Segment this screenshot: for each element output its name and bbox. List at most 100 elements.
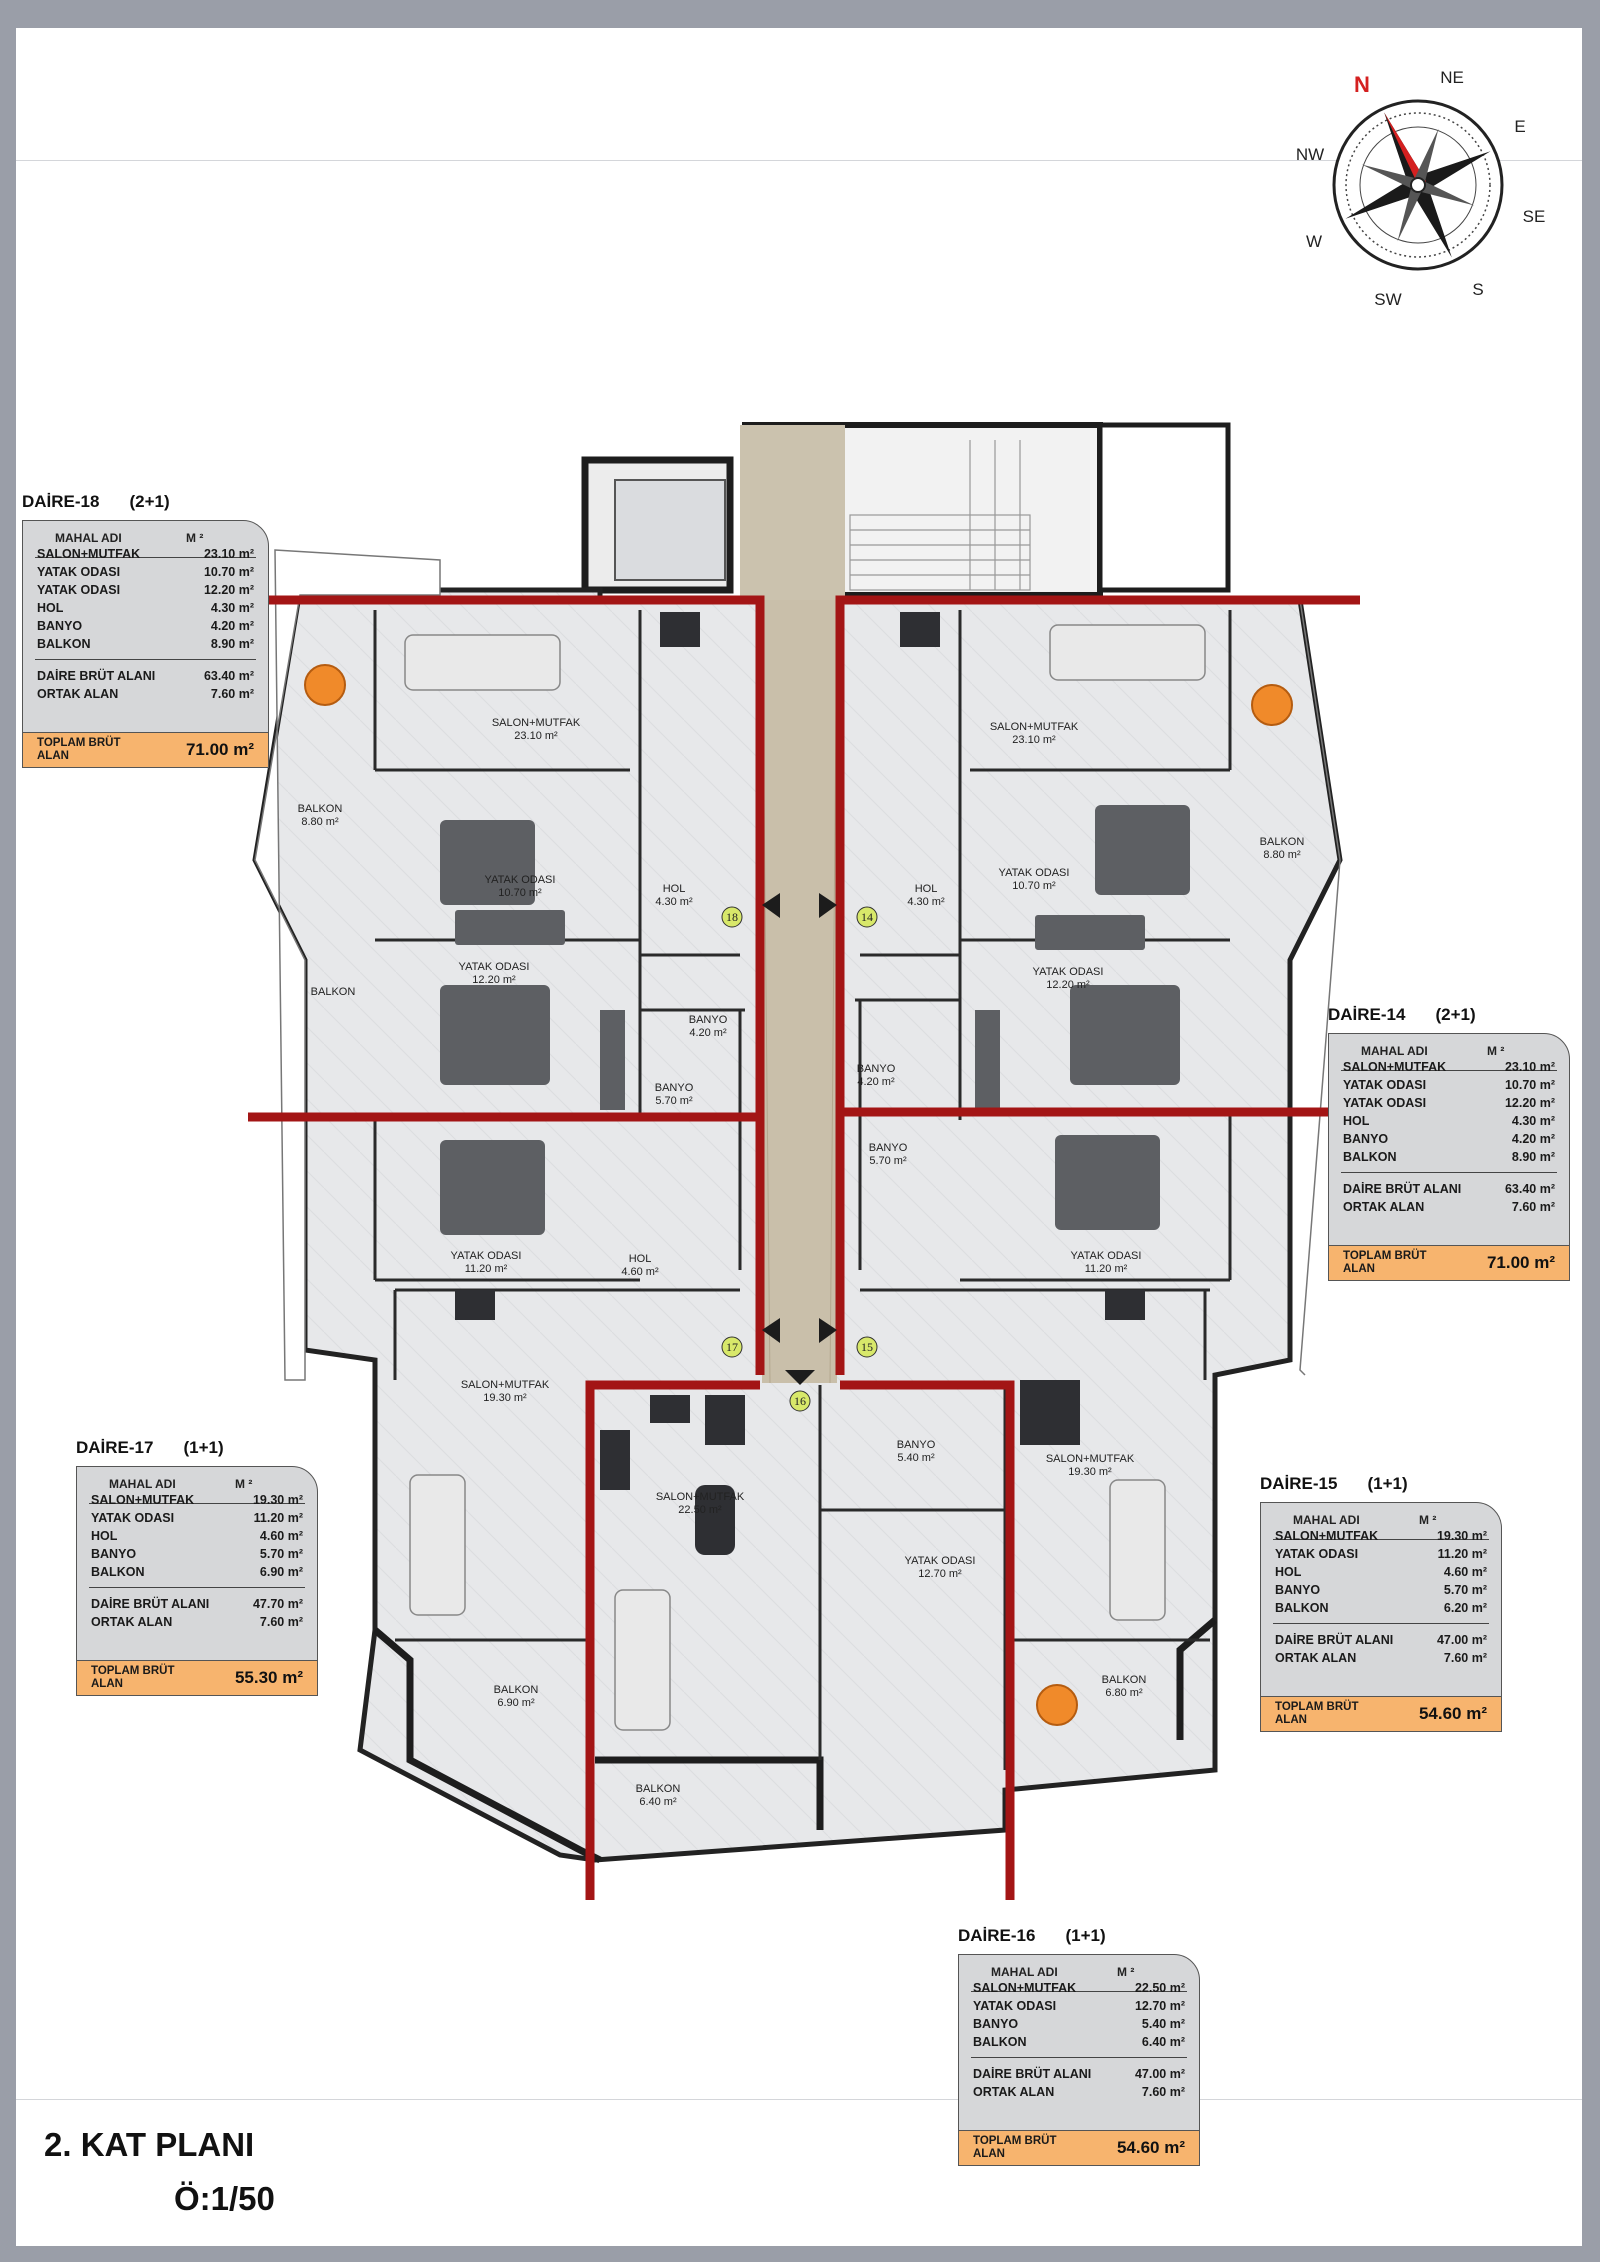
- room-area: 8.80 m²: [1263, 849, 1301, 861]
- room-area-value: 23.10 m²: [203, 547, 254, 561]
- room-name: BANYO: [973, 2017, 1019, 2031]
- room-area-value: 4.20 m²: [210, 619, 254, 633]
- room-area: 6.80 m²: [1105, 1687, 1143, 1699]
- table-divider: [89, 1503, 305, 1504]
- room-name: BANYO: [37, 619, 83, 633]
- apartment-name: DAİRE-14(2+1): [1328, 1005, 1476, 1024]
- column-header-area: M ²: [235, 1477, 253, 1491]
- room-name: BALKON: [1275, 1601, 1329, 1615]
- apartment-type: (1+1): [1065, 1926, 1106, 1945]
- room-area-value: 11.20 m²: [253, 1511, 303, 1525]
- column-header-area: M ²: [1419, 1513, 1437, 1527]
- room-label: YATAK ODASI: [999, 867, 1070, 879]
- plan-title: 2. KAT PLANI: [44, 2126, 255, 2163]
- room-area: 11.20 m²: [1085, 1263, 1128, 1275]
- room-label: YATAK ODASI: [459, 961, 530, 973]
- column-header-area: M ²: [1117, 1965, 1135, 1979]
- room-name: SALON+MUTFAK: [91, 1493, 195, 1507]
- total-value: 54.60 m²: [1116, 2138, 1185, 2157]
- room-area: 4.30 m²: [655, 896, 693, 908]
- room-area-value: 12.20 m²: [203, 583, 254, 597]
- room-area: 11.20 m²: [465, 1263, 508, 1275]
- room-name: BALKON: [91, 1565, 145, 1579]
- room-area: 4.30 m²: [907, 896, 945, 908]
- apartment-divider-lines: [248, 595, 1360, 1900]
- room-label: YATAK ODASI: [1033, 966, 1104, 978]
- area-row: YATAK ODASI 11.20 m²: [91, 1509, 303, 1527]
- total-value: 71.00 m²: [1486, 1253, 1555, 1272]
- room-label: BALKON: [494, 1684, 539, 1696]
- apartment-name: DAİRE-15(1+1): [1260, 1474, 1408, 1493]
- room-area-value: 6.40 m²: [1141, 2035, 1185, 2049]
- room-area-value: 4.20 m²: [1511, 1132, 1555, 1146]
- room-name: YATAK ODASI: [1275, 1547, 1359, 1561]
- top-divider-line: [16, 160, 1582, 161]
- table-divider: [1341, 1172, 1557, 1173]
- room-area-value: 4.30 m²: [210, 601, 254, 615]
- room-label: YATAK ODASI: [1071, 1250, 1142, 1262]
- room-name: YATAK ODASI: [91, 1511, 175, 1525]
- column-header-room: MAHAL ADI: [991, 1965, 1058, 1979]
- apartment-type: (1+1): [183, 1438, 224, 1457]
- column-header-area: M ²: [186, 531, 204, 545]
- table-divider: [971, 2057, 1187, 2058]
- table-divider: [35, 557, 256, 558]
- compass-label-sw: SW: [1374, 290, 1401, 309]
- compass-label-n: N: [1354, 72, 1370, 97]
- room-area-value: 5.70 m²: [1443, 1583, 1487, 1597]
- room-area: 23.10 m²: [1012, 734, 1056, 746]
- room-label: YATAK ODASI: [905, 1555, 976, 1567]
- room-area-value: 12.70 m²: [1134, 1999, 1185, 2013]
- central-corridor: [740, 425, 845, 1384]
- room-area-value: 23.10 m²: [1504, 1060, 1555, 1074]
- room-label: SALON+MUTFAK: [461, 1379, 550, 1391]
- room-area: 6.90 m²: [497, 1697, 535, 1709]
- room-area: 4.20 m²: [689, 1027, 727, 1039]
- room-name: SALON+MUTFAK: [37, 547, 141, 561]
- room-area-value: 5.40 m²: [1141, 2017, 1185, 2031]
- apartment-type: (2+1): [129, 492, 170, 511]
- room-label: SALON+MUTFAK: [990, 721, 1079, 733]
- room-label: BANYO: [655, 1082, 694, 1094]
- room-name: HOL: [1275, 1565, 1302, 1579]
- room-label: BALKON: [1260, 836, 1305, 848]
- compass-label-w: W: [1306, 232, 1322, 251]
- room-area: 6.40 m²: [639, 1796, 677, 1808]
- room-area-value: 4.60 m²: [259, 1529, 303, 1543]
- room-label: YATAK ODASI: [485, 874, 556, 886]
- room-area: 23.10 m²: [514, 730, 558, 742]
- total-label: TOPLAM BRÜT ALAN: [91, 1665, 175, 1690]
- room-label: HOL: [629, 1253, 652, 1265]
- apartment-number-14: 14: [861, 910, 873, 924]
- area-row: BANYO 4.20 m²: [37, 617, 254, 635]
- room-area: 19.30 m²: [483, 1392, 527, 1404]
- room-area: 10.70 m²: [1012, 880, 1056, 892]
- room-name: BALKON: [37, 637, 91, 651]
- total-label: TOPLAM BRÜT ALAN: [1275, 1701, 1359, 1726]
- compass-rose-icon: [1332, 99, 1504, 271]
- total-value: 71.00 m²: [185, 740, 254, 759]
- sofa-silhouettes: [404, 624, 1206, 1731]
- room-label: HOL: [663, 883, 686, 895]
- room-name: YATAK ODASI: [973, 1999, 1057, 2013]
- room-area: 12.70 m²: [918, 1568, 962, 1580]
- room-area: 8.80 m²: [301, 816, 339, 828]
- compass-label-se: SE: [1523, 207, 1546, 226]
